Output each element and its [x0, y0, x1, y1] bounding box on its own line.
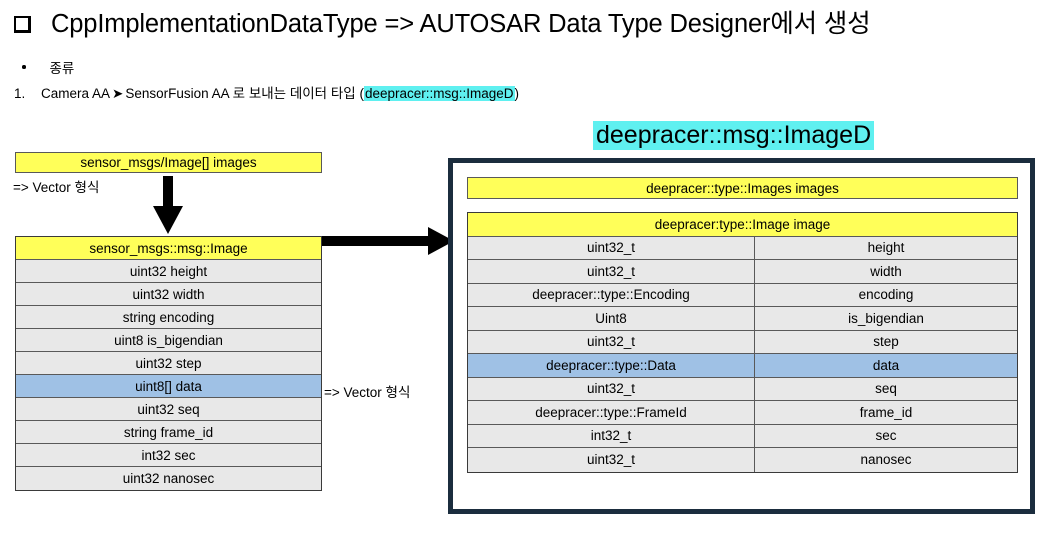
table-row[interactable]: string frame_id [16, 421, 321, 444]
field-name: encoding [858, 287, 914, 303]
target-struct-table: deepracer:type::Image image uint32_t hei… [467, 212, 1018, 473]
table-row[interactable]: deepracer::type::Encoding encoding [468, 283, 1017, 307]
field-type: deepracer::type::Data [468, 354, 755, 377]
table-row[interactable]: uint32_t height [468, 236, 1017, 260]
field-name: frame_id [859, 404, 913, 420]
field-label: string frame_id [123, 424, 214, 440]
table-row[interactable]: uint32_t width [468, 260, 1017, 284]
field-name: height [867, 240, 905, 256]
sub-bullet-item: 종류 [22, 57, 74, 77]
source-struct-table: sensor_msgs::msg::Image uint32 height ui… [15, 236, 322, 491]
field-type: int32_t [468, 424, 755, 447]
field-name: data [872, 357, 900, 373]
table-row[interactable]: deepracer::type::FrameId frame_id [468, 401, 1017, 425]
field-label: uint32 seq [137, 401, 200, 417]
table-row-selected[interactable]: uint8[] data [16, 375, 321, 398]
field-label: uint8 is_bigendian [114, 332, 223, 348]
table-row[interactable]: uint32 seq [16, 398, 321, 421]
table-row[interactable]: uint32 nanosec [16, 467, 321, 490]
right-arrow-icon [320, 227, 454, 255]
down-arrow-icon [153, 176, 183, 234]
target-type-title: deepracer::msg::ImageD [593, 121, 875, 150]
numbered-list-item: 1. Camera AA ➤ SensorFusion AA 로 보내는 데이터… [14, 82, 519, 102]
table-header-label: deepracer:type::Image image [654, 216, 831, 232]
page-heading: CppImplementationDataType => AUTOSAR Dat… [14, 10, 871, 38]
field-name: is_bigendian [848, 310, 924, 326]
numbered-text-before: Camera AA [41, 86, 111, 101]
source-array-label: sensor_msgs/Image[] images [80, 155, 257, 170]
table-row-selected[interactable]: deepracer::type::Data data [468, 354, 1017, 378]
source-array-box: sensor_msgs/Image[] images [15, 152, 322, 173]
type-name-highlight: deepracer::msg::ImageD [363, 86, 515, 101]
field-name: step [873, 334, 899, 350]
table-row[interactable]: int32_t sec [468, 424, 1017, 448]
table-header-row: deepracer:type::Image image [468, 213, 1017, 237]
field-label: uint32 width [132, 286, 205, 302]
table-row[interactable]: int32 sec [16, 444, 321, 467]
field-type: uint32_t [468, 377, 755, 400]
table-row[interactable]: string encoding [16, 306, 321, 329]
middle-vector-note: => Vector 형식 [324, 385, 411, 400]
field-type: uint32_t [468, 448, 755, 472]
field-name: width [870, 263, 902, 279]
field-name: seq [875, 381, 897, 397]
field-name: nanosec [860, 452, 912, 468]
table-row[interactable]: uint32_t seq [468, 377, 1017, 401]
table-header-label: sensor_msgs::msg::Image [89, 240, 248, 256]
bullet-dot-icon [22, 65, 26, 69]
field-type: deepracer::type::Encoding [468, 283, 755, 306]
numbered-text-after: ) [514, 86, 520, 101]
table-row[interactable]: uint32 width [16, 283, 321, 306]
field-name: sec [875, 428, 897, 444]
field-type: uint32_t [468, 330, 755, 353]
target-images-label: deepracer::type::Images images [646, 180, 839, 196]
field-label: uint32 step [135, 355, 202, 371]
table-row[interactable]: uint32_t step [468, 330, 1017, 354]
square-outline-icon [14, 16, 31, 34]
field-label: uint8[] data [135, 378, 202, 394]
table-row[interactable]: Uint8 is_bigendian [468, 307, 1017, 331]
field-type: Uint8 [468, 307, 755, 330]
table-row[interactable]: uint32 step [16, 352, 321, 375]
field-label: uint32 height [129, 263, 208, 279]
field-label: int32 sec [141, 447, 196, 463]
table-header-row: sensor_msgs::msg::Image [16, 237, 321, 260]
target-type-frame: deepracer::type::Images images deepracer… [448, 158, 1035, 514]
target-images-box: deepracer::type::Images images [467, 177, 1018, 199]
left-vector-note: => Vector 형식 [13, 180, 100, 195]
table-row[interactable]: uint32 height [16, 260, 321, 283]
field-type: uint32_t [468, 236, 755, 259]
right-arrow-glyph-icon: ➤ [112, 86, 124, 101]
field-type: deepracer::type::FrameId [468, 401, 755, 424]
field-label: string encoding [122, 309, 215, 325]
list-index: 1. [14, 86, 26, 101]
table-row[interactable]: uint8 is_bigendian [16, 329, 321, 352]
page-title: CppImplementationDataType => AUTOSAR Dat… [51, 10, 871, 38]
numbered-text-middle: SensorFusion AA 로 보내는 데이터 타입 ( [125, 86, 364, 101]
field-label: uint32 nanosec [122, 471, 215, 486]
field-type: uint32_t [468, 260, 755, 283]
table-row[interactable]: uint32_t nanosec [468, 448, 1017, 472]
sub-bullet-label: 종류 [49, 61, 75, 76]
